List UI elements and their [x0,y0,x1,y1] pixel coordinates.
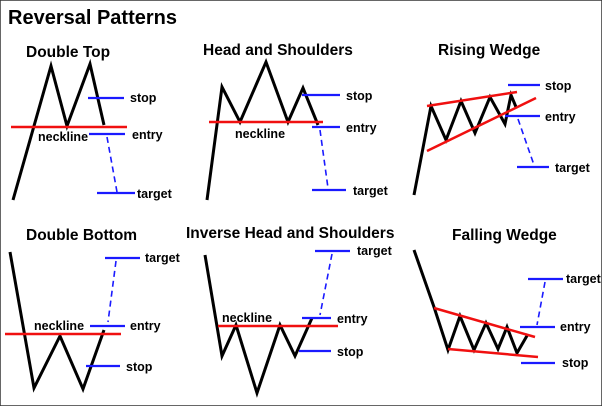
rising-wedge-pattern: Rising Wedge stop entry target [412,42,591,196]
main-title: Reversal Patterns [8,7,177,29]
neckline-label: neckline [222,311,272,325]
pattern-title: Double Bottom [26,227,137,244]
pattern-title: Rising Wedge [438,42,541,59]
price-line [205,57,320,201]
neckline-label: neckline [38,130,88,144]
entry-label: entry [346,121,377,135]
stop-label: stop [562,356,589,370]
price-line [8,251,106,394]
price-line [203,254,314,398]
target-projection [536,281,546,326]
target-projection [107,260,117,323]
target-label: target [566,272,602,286]
stop-label: stop [130,91,157,105]
pattern-title: Double Top [26,44,110,61]
price-line [412,89,518,196]
target-projection [319,253,333,316]
target-label: target [145,251,181,265]
target-label: target [137,187,173,201]
double-bottom-pattern: Double Bottom neckline target entry stop [5,227,181,394]
inverse-head-and-shoulders-pattern: Inverse Head and Shoulders neckline targ… [186,225,394,398]
entry-label: entry [560,320,591,334]
entry-label: entry [130,319,161,333]
stop-label: stop [126,360,153,374]
stop-label: stop [337,345,364,359]
neckline-label: neckline [235,127,285,141]
entry-label: entry [545,110,576,124]
pattern-title: Head and Shoulders [203,42,353,59]
head-and-shoulders-pattern: Head and Shoulders neckline stop entry t… [203,42,389,201]
price-line [412,249,530,357]
upper-trendline [433,306,536,339]
target-label: target [555,161,591,175]
upper-trendline [426,90,518,108]
pattern-title: Falling Wedge [452,227,557,244]
entry-label: entry [132,128,163,142]
target-projection [517,118,535,166]
target-label: target [357,244,393,258]
falling-wedge-pattern: Falling Wedge target entry stop [412,227,602,370]
lower-trendline [426,96,537,153]
pattern-title: Inverse Head and Shoulders [186,225,394,242]
double-top-pattern: Double Top neckline stop entry target [11,44,173,201]
lower-trendline [447,347,539,359]
stop-label: stop [545,79,572,93]
entry-label: entry [337,312,368,326]
neckline-label: neckline [34,319,84,333]
stop-label: stop [346,89,373,103]
target-label: target [353,184,389,198]
